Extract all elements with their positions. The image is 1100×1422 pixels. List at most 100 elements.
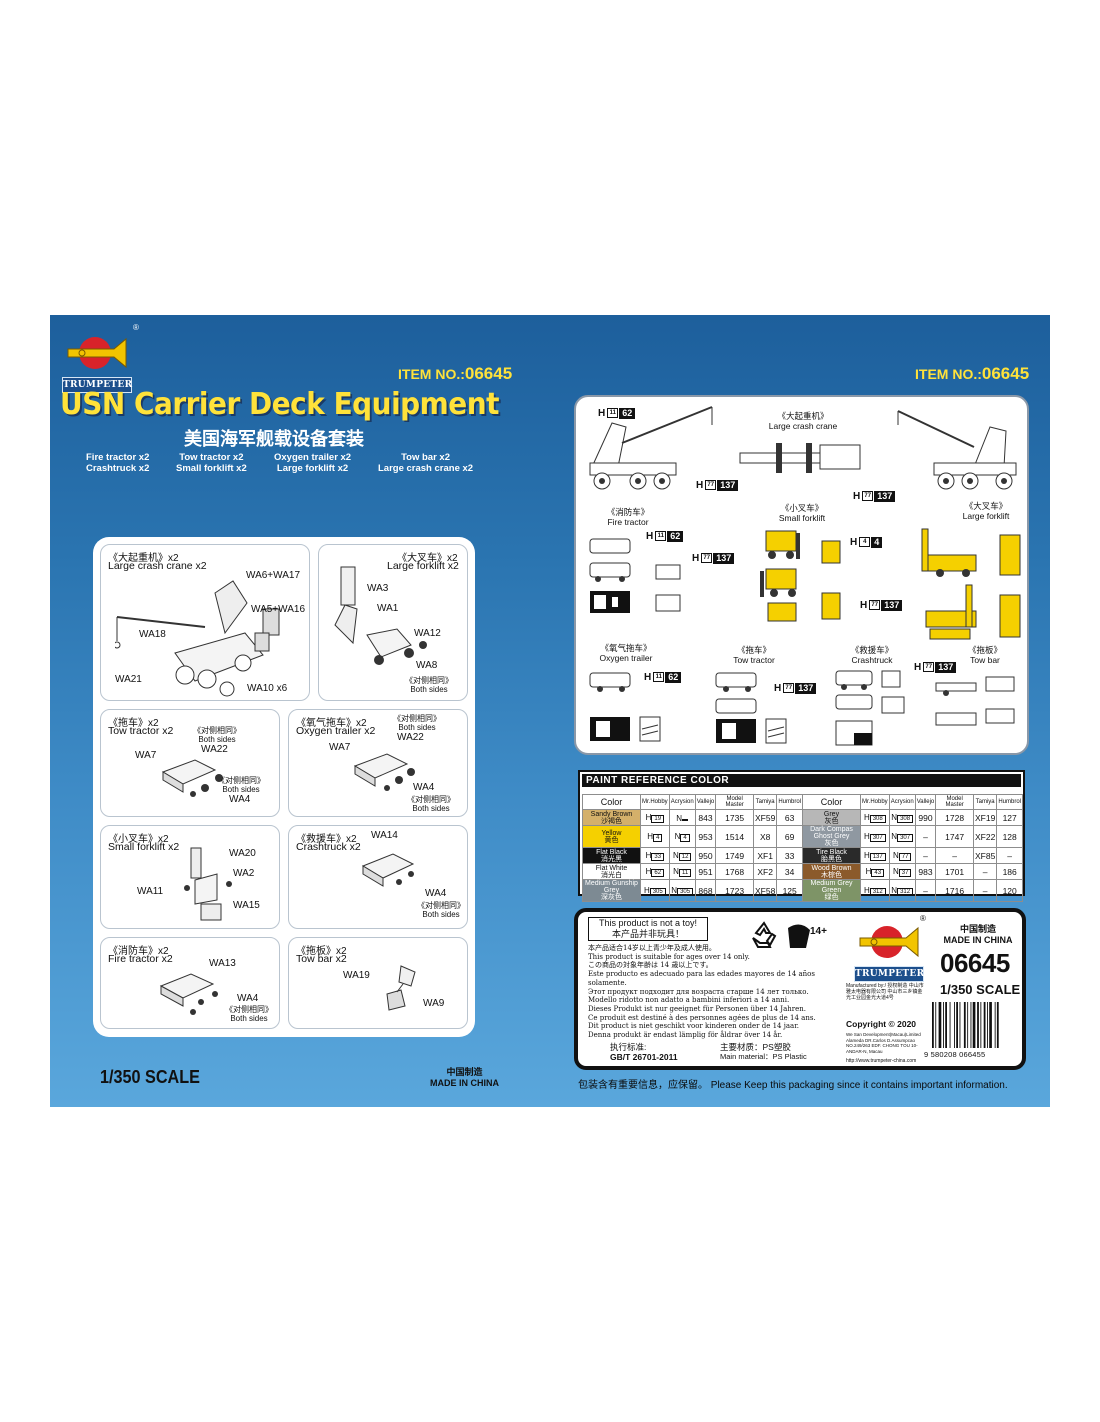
part-label: WA4 [413, 782, 435, 793]
warning-line: Denna produkt är endast lämplig för åldr… [588, 1031, 783, 1040]
part-label: WA7 [135, 750, 157, 761]
part-label: WA18 [139, 629, 166, 640]
paint-code-hum: 33 [776, 847, 803, 864]
part-label: WA3 [367, 583, 389, 594]
part-title-cn: 《大起重机》x2 [108, 553, 179, 564]
paint-table: Color Mr.Hobby Acrysion Vallejo Model Ma… [582, 794, 1023, 902]
barcode-bar [956, 1002, 958, 1048]
col-header: Model Master [935, 794, 974, 810]
box-art-board: TRUMPETER ® ITEM NO.:06645 ITEM NO.:0664… [50, 315, 1050, 1107]
part-title-cn: 《大叉车》x2 [397, 553, 458, 564]
crane-side-view-right [897, 410, 1017, 490]
recycle-icon [752, 921, 777, 948]
barcode-bar [980, 1002, 982, 1048]
diagram-label-large-forklift: 《大叉车》Large forklift [962, 501, 1010, 521]
paint-code-val: – [914, 879, 937, 902]
paint-code-mm: 1768 [715, 863, 754, 880]
col-header: Acrysion [668, 794, 696, 810]
paint-code-val: 990 [914, 809, 937, 826]
col-header: Acrysion [888, 794, 916, 810]
warning-line: この商品の対象年齢は 14 歳以上です。 [588, 961, 713, 970]
item-number-large: 06645 [940, 948, 1010, 978]
col-header: Vallejo [694, 794, 717, 810]
note-both-sides: 《对侧相同》Both sides [405, 676, 453, 694]
item-number-left: ITEM NO.:06645 [398, 364, 512, 384]
barcode-bar [959, 1002, 961, 1048]
part-label: WA19 [343, 970, 370, 981]
warning-line: 本产品适合14岁以上青少年及成人使用。 [588, 944, 716, 952]
paint-code-tam: X8 [752, 825, 778, 848]
paint-code-val: – [914, 825, 937, 848]
paint-code-mm: 1735 [715, 809, 754, 826]
item-label: ITEM NO.: [915, 366, 982, 382]
paint-code-val: 951 [694, 863, 717, 880]
paint-code-val: 843 [694, 809, 717, 826]
keep-packaging-note: 包装含有重要信息，应保留。 Please Keep this packaging… [578, 1080, 1008, 1091]
paint-table-header: PAINT REFERENCE COLOR [582, 774, 1021, 787]
brand-name: TRUMPETER [854, 966, 924, 982]
tow-tractor-drawing [161, 759, 223, 797]
part-box-crashtruck: 《救援车》x2 Crashtruck x2 WA14 WA4 《对侧相同》Bot… [288, 825, 468, 929]
crane-side-view-left [589, 406, 713, 490]
age-warning-list: 本产品适合14岁以上青少年及成人使用。This product is suita… [588, 944, 828, 1040]
part-label: WA14 [371, 830, 398, 841]
barcode-bar [954, 1002, 955, 1048]
paint-code-tam: XF1 [752, 847, 778, 864]
paint-code-mm: 1716 [935, 879, 974, 902]
col-header: Mr.Hobby [640, 794, 670, 810]
col-header: Tamiya [752, 794, 778, 810]
crane-drawing [115, 580, 280, 697]
part-title-en: Small forklift x2 [108, 841, 180, 853]
paint-code-mm: 1749 [715, 847, 754, 864]
paint-code-mm: 1701 [935, 863, 974, 880]
diagram-label-crash: 《救援车》Crashtruck [850, 645, 894, 665]
item-value: 06645 [981, 364, 1030, 383]
fire-tractor-drawing [159, 973, 218, 1015]
warning-line: This product is suitable for ages over 1… [588, 952, 750, 961]
fire-tractor-views [589, 538, 681, 613]
paint-code-val: – [914, 847, 937, 864]
warning-line: Ce produit est destiné à des personnes a… [588, 1013, 816, 1022]
part-label: WA4 [229, 794, 251, 805]
standard-label: 执行标准:GB/T 26701-2011 [610, 1042, 678, 1062]
paint-code-hum: 34 [776, 863, 803, 880]
part-box-crane: 《大起重机》x2 Large crash crane x2 WA6+WA17 W… [100, 544, 310, 701]
barcode-bar [996, 1002, 999, 1048]
barcode-number: 9 580208 066455 [924, 1050, 986, 1059]
barcode-bar [970, 1002, 972, 1048]
part-label: WA10 x6 [247, 683, 288, 694]
brand-name: TRUMPETER [62, 377, 132, 393]
item-value: 06645 [464, 364, 513, 383]
part-title-cn: 《氧气拖车》x2 [296, 718, 367, 729]
col-header: Color [802, 794, 861, 810]
part-label: WA15 [233, 900, 260, 911]
note-both-sides: 《对侧相同》Both sides [225, 1005, 273, 1023]
part-label: WA4 [237, 993, 259, 1004]
title-english: USN Carrier Deck Equipment [60, 387, 500, 422]
parts-assembly-panel: 《大起重机》x2 Large crash crane x2 WA6+WA17 W… [93, 537, 475, 1037]
col-header: Humbrol [996, 794, 1023, 810]
diagram-label-crane: 《大起重机》Large crash crane [768, 411, 838, 431]
diagram-label-oxygen: 《氧气拖车》Oxygen trailer [599, 643, 653, 663]
